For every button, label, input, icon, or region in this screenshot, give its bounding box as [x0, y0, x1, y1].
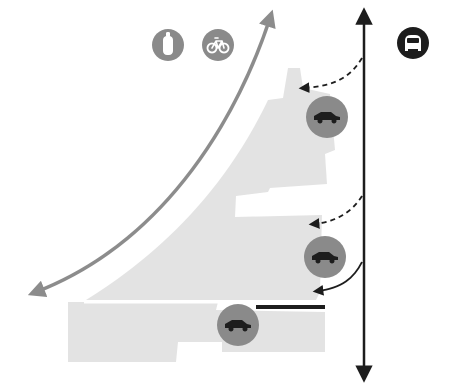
bike-path-arrow: [27, 9, 276, 297]
entry-arrow-top-dashed: [298, 57, 363, 94]
parking-area-lower: [68, 302, 325, 362]
entry-arrow-mid-dashed: [308, 195, 363, 229]
bicycle-icon: [202, 29, 234, 61]
parking-area-main: [86, 68, 335, 300]
car-side-icon: [217, 304, 259, 346]
car-side-icon: [304, 236, 346, 278]
pedestrian-icon: [152, 29, 184, 61]
entry-arrow-solid: [312, 261, 363, 296]
car-side-icon: [306, 96, 348, 138]
car-front-icon: [397, 27, 429, 59]
parking-area: [68, 68, 335, 362]
